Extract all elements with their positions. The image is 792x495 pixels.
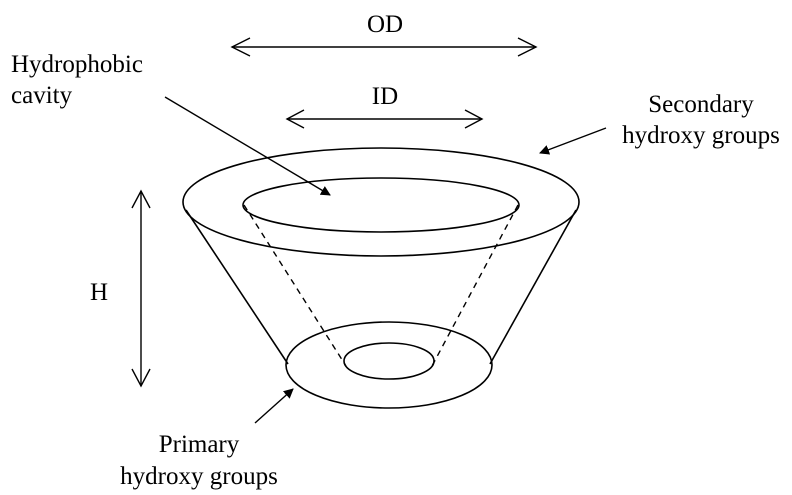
cavity-label-line1: Hydrophobic — [11, 51, 143, 78]
cavity-left-wall — [243, 204, 347, 367]
cone-left-side — [185, 209, 289, 365]
cavity-pointer-arrow — [164, 96, 331, 196]
height-label: H — [90, 279, 108, 306]
wide-rim-outer-ellipse — [182, 147, 580, 257]
primary-label-line1: Primary — [159, 431, 240, 458]
secondary-label-line1: Secondary — [648, 91, 754, 118]
primary-pointer-arrow — [254, 388, 294, 424]
secondary-pointer-arrow — [539, 127, 607, 155]
od-dimension-arrow — [230, 37, 538, 57]
height-dimension-arrow — [131, 189, 151, 388]
wide-rim-inner-ellipse — [242, 177, 520, 233]
secondary-label-line2: hydroxy groups — [622, 122, 780, 149]
narrow-rim-outer-ellipse — [285, 321, 493, 409]
id-dimension-arrow — [285, 109, 484, 129]
cavity-right-wall — [431, 204, 519, 367]
cone-right-side — [489, 209, 577, 365]
primary-label-line2: hydroxy groups — [120, 463, 278, 490]
narrow-rim-inner-ellipse — [343, 342, 435, 380]
cavity-label-line2: cavity — [11, 82, 73, 109]
od-label: OD — [367, 11, 403, 38]
id-label: ID — [372, 83, 398, 110]
